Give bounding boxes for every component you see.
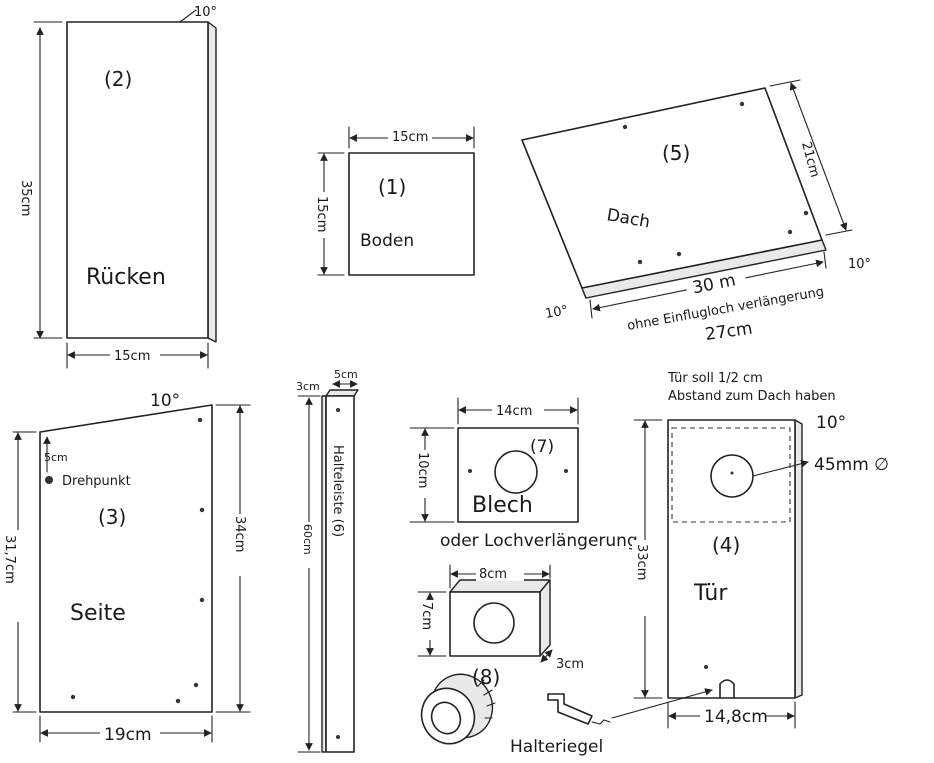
seite-name: Seite <box>70 601 126 626</box>
halteleiste-top <box>325 389 359 397</box>
lochverl-depth-label: 3cm <box>556 657 584 672</box>
lochverl-hole <box>473 602 515 644</box>
dach-alt-width: 27cm <box>704 319 754 345</box>
blech-name: Blech <box>472 493 533 518</box>
tuer-note-line2: Abstand zum Dach haben <box>668 389 836 404</box>
dach-angle-left: 10° <box>544 303 569 322</box>
lochverl-tube-front <box>420 687 476 745</box>
dach-depth-label: 21cm <box>798 140 822 179</box>
seite-number: (3) <box>98 505 126 529</box>
part-halteriegel: Halteriegel <box>510 688 713 757</box>
tuer-hole-area <box>671 427 791 523</box>
tuer-height-label: 33cm <box>634 544 649 580</box>
rueckwand-width-label: 15cm <box>114 349 150 364</box>
boden-depth-label: 15cm <box>314 196 329 232</box>
dach-number: (5) <box>662 141 690 165</box>
halteleiste-board <box>325 395 355 753</box>
tuer-name: Tür <box>693 581 728 606</box>
blech-number: (7) <box>530 437 554 457</box>
halteriegel-label: Halteriegel <box>510 737 603 757</box>
seite-pivot-label: Drehpunkt <box>62 474 131 489</box>
rueckwand-edge <box>207 21 217 343</box>
lochverl-block-side <box>539 579 551 657</box>
seite-width-label: 19cm <box>104 725 152 745</box>
tuer-hole-leader <box>752 459 809 477</box>
part-halteleiste: 3cm 5cm Halteleiste (6) 60cm <box>296 368 359 753</box>
part-dach: (5) Dach 21cm 30 m 10° 10° ohne Einflugl… <box>521 79 871 345</box>
lochverl-number: (8) <box>472 665 500 689</box>
lochverl-height-label: 7cm <box>419 602 434 630</box>
seite-back-label: 34cm <box>232 516 247 552</box>
part-blech: 14cm 10cm (7) Blech oder Lochverlängerun… <box>409 397 638 551</box>
blech-height-label: 10cm <box>415 452 430 488</box>
lochverl-block-front <box>449 591 541 657</box>
halteleiste-depth-label: 3cm <box>296 380 320 393</box>
seite-pivot-dot <box>45 476 53 484</box>
boden-name: Boden <box>360 231 414 251</box>
rueckwand-angle: 10° <box>194 5 217 20</box>
part-tuer: (4) Tür 45mm ∅ 10° 33cm 14,8cm Tür soll … <box>632 371 889 729</box>
tuer-notch <box>719 679 735 699</box>
blech-plate <box>457 427 579 523</box>
part-rueckwand: (2) Rücken 35cm 15cm 10° <box>18 5 217 369</box>
blech-hole <box>494 450 538 494</box>
halteleiste-length-label: 60cm <box>301 524 314 555</box>
part-lochverlaengerung: 8cm 7cm 3cm (8) <box>417 564 584 745</box>
rueckwand-number: (2) <box>104 67 132 91</box>
lochverl-width-label: 8cm <box>479 567 507 582</box>
seite-front-label: 31,7cm <box>2 535 17 584</box>
halteleiste-label: Halteleiste (6) <box>330 445 345 537</box>
dach-board <box>521 87 823 289</box>
rueckwand-name: Rücken <box>86 265 166 290</box>
tuer-board <box>667 419 796 699</box>
boden-board <box>348 152 475 276</box>
lochverl-depth-dim <box>540 649 553 663</box>
tuer-width-label: 14,8cm <box>704 707 768 727</box>
dach-depth-dim <box>789 82 848 231</box>
halteleiste-width-label: 5cm <box>334 368 358 381</box>
rueckwand-board <box>66 21 209 339</box>
seite-angle: 10° <box>150 391 180 411</box>
lochverl-tube-opening <box>430 701 462 735</box>
blech-width-label: 14cm <box>496 404 532 419</box>
part-boden: 15cm 15cm (1) Boden <box>314 126 475 276</box>
tuer-hole-label: 45mm ∅ <box>814 455 889 475</box>
halteriegel-leader <box>611 688 713 719</box>
tuer-angle: 10° <box>816 413 846 433</box>
tuer-edge <box>794 419 803 699</box>
blech-alt-label: oder Lochverlängerung <box>440 531 638 551</box>
tuer-note-line1: Tür soll 1/2 cm <box>667 371 763 386</box>
seite-pivot-offset: 5cm <box>44 451 68 464</box>
halteriegel-hook <box>547 693 593 725</box>
seite-board <box>39 404 213 713</box>
boden-number: (1) <box>378 175 406 199</box>
tuer-number: (4) <box>712 533 740 557</box>
boden-width-label: 15cm <box>392 130 428 145</box>
dach-angle-right: 10° <box>848 257 871 272</box>
part-seite: (3) Seite 5cm Drehpunkt 10° 31,7cm 34cm … <box>2 391 252 745</box>
rueckwand-height-label: 35cm <box>18 180 33 216</box>
